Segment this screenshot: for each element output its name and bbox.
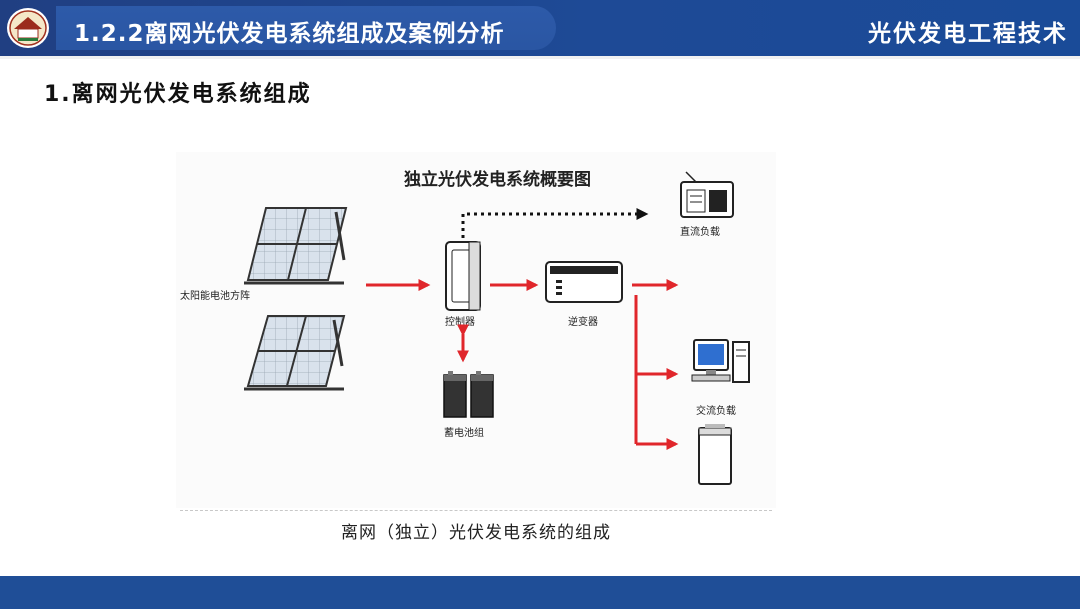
header-title-tab (56, 6, 556, 50)
section-title: 1.离网光伏发电系统组成 (44, 82, 312, 107)
system-diagram: 独立光伏发电系统概要图 太阳能电池方阵 控制器 (176, 152, 776, 508)
controller-icon (445, 241, 481, 311)
appliance-icon (698, 424, 732, 485)
course-name: 光伏发电工程技术 (868, 21, 1068, 47)
label-solar-array: 太阳能电池方阵 (180, 289, 250, 302)
label-inverter: 逆变器 (568, 315, 598, 328)
inverter-icon (545, 261, 623, 303)
computer-icon (691, 339, 750, 383)
arrow-branch-to-ac-loads (634, 295, 679, 450)
diagram-title: 独立光伏发电系统概要图 (404, 169, 591, 190)
arrow-controller-to-dc-load (461, 208, 649, 238)
footer-bar (0, 576, 1080, 609)
page-title: 1.2.2离网光伏发电系统组成及案例分析 (74, 21, 505, 47)
school-logo-icon (7, 8, 49, 48)
solar-panel-upper-icon (244, 207, 348, 285)
label-ac-load: 交流负载 (696, 404, 736, 417)
header-bar: 1.2.2离网光伏发电系统组成及案例分析 光伏发电工程技术 (0, 0, 1080, 59)
label-controller: 控制器 (445, 315, 475, 328)
radio-icon (680, 171, 734, 218)
label-battery: 蓄电池组 (444, 426, 484, 439)
solar-panel-lower-icon (244, 315, 346, 391)
system-diagram-svg: 独立光伏发电系统概要图 太阳能电池方阵 控制器 (180, 169, 750, 485)
battery-bank-icon (443, 371, 494, 418)
figure-caption: 离网（独立）光伏发电系统的组成 (341, 523, 611, 543)
label-dc-load: 直流负载 (680, 225, 720, 238)
figure-divider (180, 510, 772, 511)
